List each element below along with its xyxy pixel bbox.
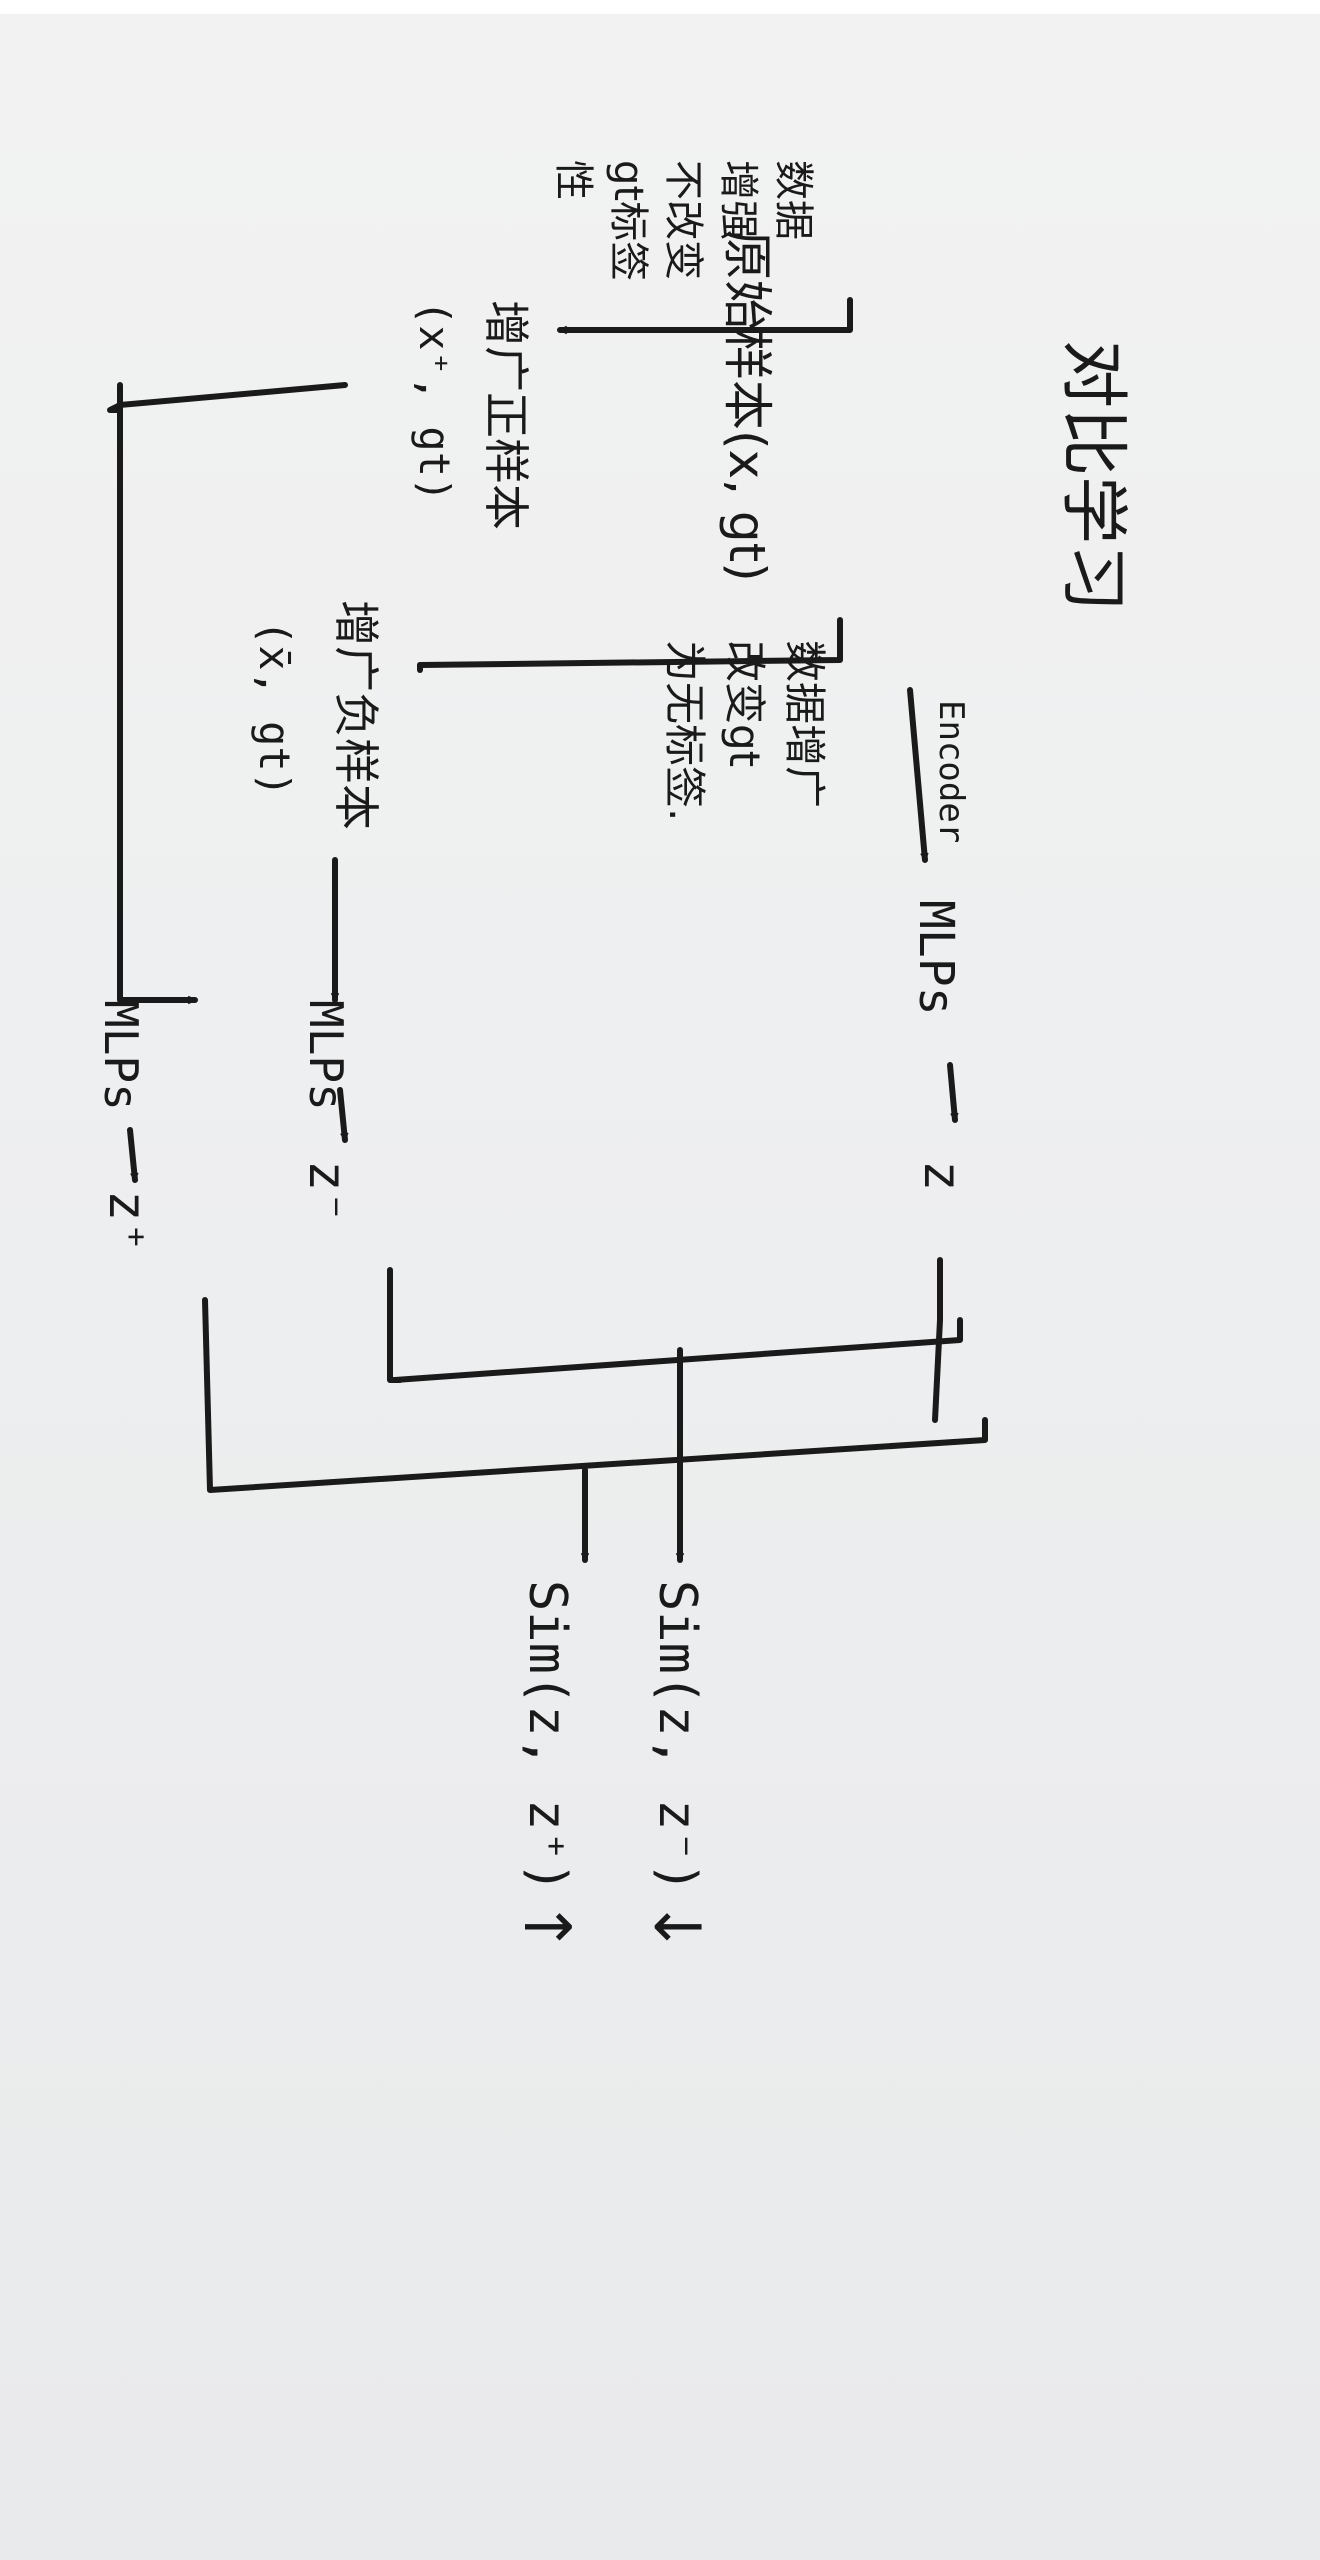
- pos-mlps-to-z-arrow: [127, 1127, 135, 1183]
- positive-note-line-1: 数据: [770, 160, 816, 240]
- line-positive-loop: [117, 382, 348, 1000]
- negative-sample-label: 增广负样本: [329, 600, 383, 830]
- bracket-positive: [107, 382, 123, 413]
- encoder-arrow: [907, 687, 925, 863]
- mlps-to-z-arrow: [947, 1062, 955, 1123]
- sim-negative-arrow: ↓: [639, 1900, 713, 1954]
- positive-note-line-5: 性: [550, 160, 596, 200]
- line-source-to-positive: [557, 297, 853, 330]
- line-source-to-negative: [417, 617, 843, 668]
- sim-negative-label: Sim(z, z⁻): [647, 1580, 707, 1893]
- negative-pair-label: (x̄, gt): [250, 620, 299, 797]
- negative-note-line-3: 为无标签.: [660, 640, 709, 821]
- sim-positive-arrow: ↑: [509, 1900, 583, 1954]
- positive-pair-label: (x⁺, gt): [410, 300, 459, 502]
- mlps-top-label: MLPs: [908, 900, 964, 1016]
- encoder-label: Encoder: [931, 700, 971, 843]
- mlps-positive-label: MLPs: [94, 1000, 148, 1111]
- negative-note-line-2: 改变gt: [720, 640, 769, 767]
- merge-z-zpos: [202, 1297, 988, 1493]
- title: 对比学习: [1053, 340, 1132, 612]
- positive-note-line-2: 增强: [715, 160, 761, 240]
- z-label: z: [912, 1160, 972, 1191]
- sim-positive-label: Sim(z, z⁺): [517, 1580, 577, 1893]
- original-sample-label: 原始样本(x, gt): [718, 230, 776, 582]
- mlps-negative-label: MLPs: [299, 1000, 353, 1111]
- z-positive-label: z⁺: [97, 1190, 157, 1253]
- positive-note-line-4: gt标签: [605, 160, 651, 281]
- merge-z-zneg: [392, 1317, 963, 1383]
- line-zneg-merge: [387, 1267, 403, 1383]
- positive-sample-label: 增广正样本: [479, 300, 533, 530]
- z-negative-label: z⁻: [297, 1160, 357, 1223]
- negative-note-line-1: 数据增广: [780, 640, 829, 808]
- line-z-merge: [932, 1257, 943, 1423]
- positive-note-line-3: 不改变: [660, 160, 706, 280]
- neg-mlps-to-z-arrow: [337, 1087, 345, 1143]
